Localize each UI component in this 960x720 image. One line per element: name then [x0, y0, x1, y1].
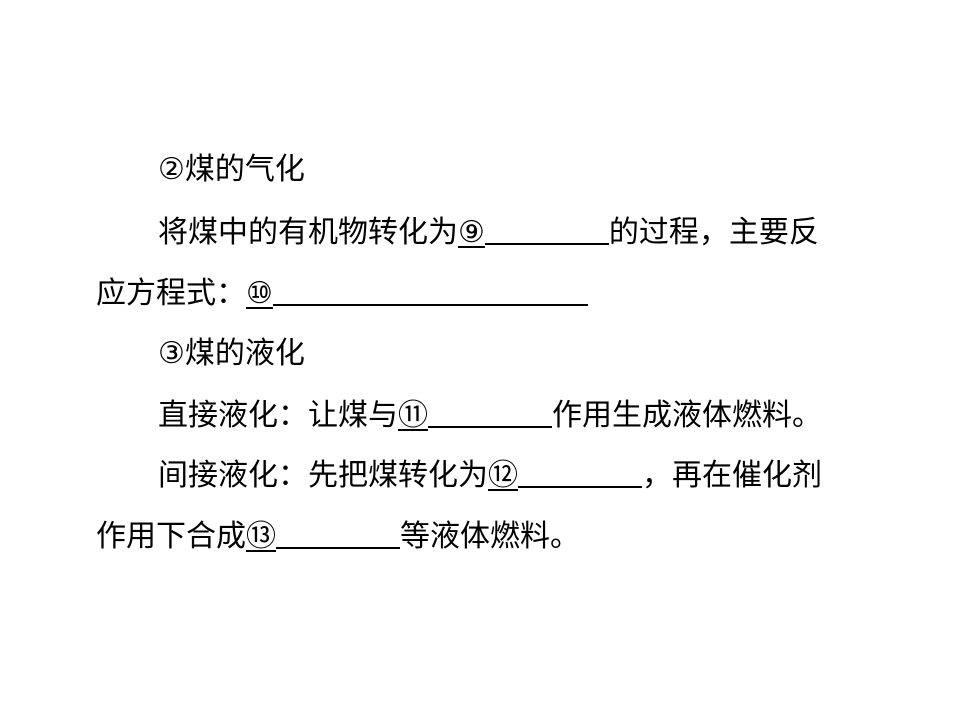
text-segment: 应方程式： [96, 276, 246, 311]
blank-10[interactable] [272, 274, 588, 306]
text-segment: 等液体燃料。 [400, 519, 580, 554]
text-segment: 间接液化：先把煤转化为 [158, 458, 488, 493]
gasification-line-2: 应方程式：⑩ [96, 274, 588, 314]
text-segment: 作用下合成 [96, 519, 246, 554]
text-segment: 的过程，主要反 [608, 215, 819, 250]
heading-text: ③煤的液化 [158, 336, 305, 371]
text-segment: 将煤中的有机物转化为 [158, 215, 458, 250]
heading-coal-liquefaction: ③煤的液化 [158, 334, 305, 374]
blank-number-13: ⑬ [246, 519, 276, 554]
indirect-liquefaction-line-2: 作用下合成⑬ 等液体燃料。 [96, 517, 580, 557]
blank-number-11: ⑪ [398, 398, 428, 433]
heading-text: ②煤的气化 [158, 152, 305, 187]
text-segment: 作用生成液体燃料。 [552, 398, 822, 433]
blank-number-10: ⑩ [246, 276, 273, 311]
heading-coal-gasification: ②煤的气化 [158, 150, 305, 190]
text-segment: 直接液化：让煤与 [158, 398, 398, 433]
blank-13[interactable] [276, 517, 400, 549]
blank-11[interactable] [428, 396, 552, 428]
blank-number-12: ⑫ [488, 458, 518, 493]
blank-number-9: ⑨ [458, 215, 485, 250]
gasification-line-1: 将煤中的有机物转化为⑨ 的过程，主要反 [158, 213, 819, 253]
blank-12[interactable] [518, 456, 642, 488]
blank-9[interactable] [484, 213, 609, 245]
direct-liquefaction-line: 直接液化：让煤与⑪ 作用生成液体燃料。 [158, 396, 822, 436]
indirect-liquefaction-line-1: 间接液化：先把煤转化为⑫ ，再在催化剂 [158, 456, 822, 496]
text-segment: ，再在催化剂 [642, 458, 822, 493]
